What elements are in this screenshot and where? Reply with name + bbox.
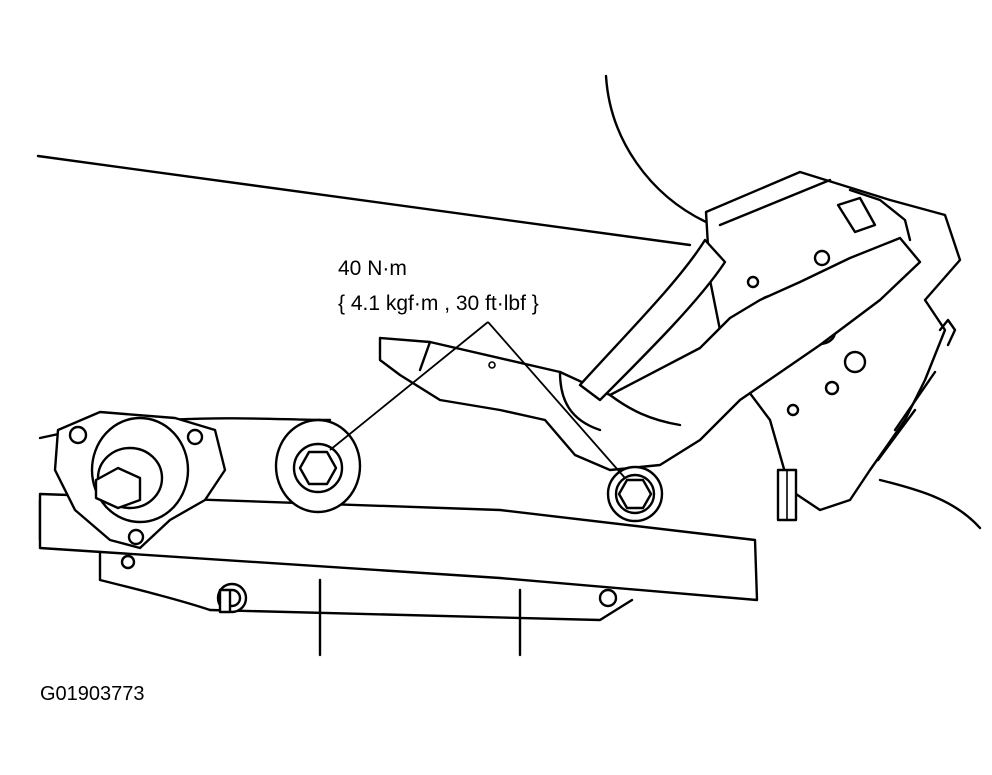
torque-conversion: { 4.1 kgf·m , 30 ft·lbf } [338, 292, 539, 315]
torque-callout: 40 N·m { 4.1 kgf·m , 30 ft·lbf } [338, 257, 539, 315]
callout-leaders [329, 321, 626, 479]
small-bolt [216, 582, 248, 614]
lower-bar [38, 492, 759, 622]
torque-value: 40 N·m [338, 257, 407, 280]
bolt-left [274, 418, 362, 514]
hex-bolt-head [298, 450, 338, 486]
bracket-hole [813, 249, 831, 267]
bracket-hole [786, 403, 800, 417]
bracket-hole [824, 380, 840, 396]
bracket-hole [843, 350, 867, 374]
figure-id: G01903773 [40, 683, 145, 705]
pulley-hex [94, 466, 142, 510]
bolt-right [606, 465, 664, 523]
bracket-hole [746, 275, 760, 289]
hex-bolt-head [617, 478, 653, 510]
tensioner-assembly [53, 410, 227, 550]
support-member [378, 236, 922, 472]
